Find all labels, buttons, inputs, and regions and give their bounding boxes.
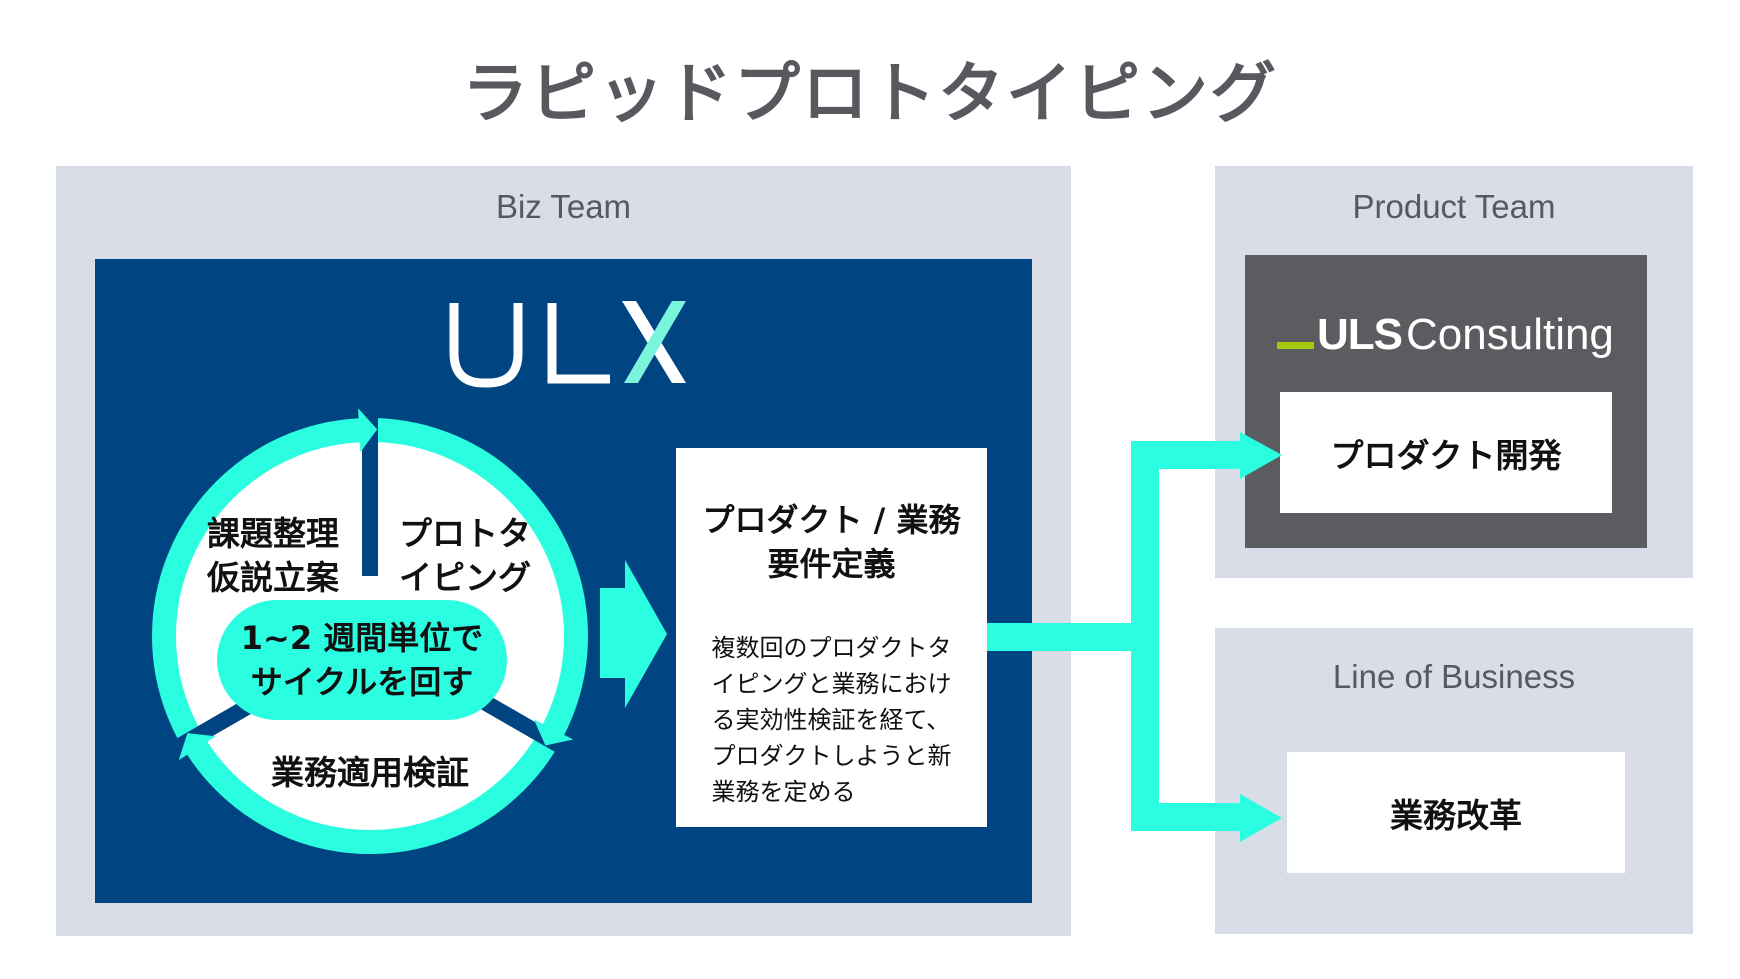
requirements-title-line1: プロダクト / 業務	[702, 501, 961, 539]
business-reform-label: 業務改革	[1390, 795, 1522, 835]
line-of-business-label: Line of Business	[1332, 658, 1576, 695]
cycle-step-issue: 課題整理 仮説立案	[198, 512, 348, 600]
connector-top-shaft	[1131, 441, 1241, 469]
cycle-arrowhead-icon	[178, 733, 216, 761]
ulx-logo	[449, 301, 686, 388]
biz-team-label: Biz Team	[495, 188, 632, 225]
requirements-desc-line: 複数回のプロダクトタ	[711, 634, 952, 662]
arrow-right-icon	[600, 560, 667, 708]
requirements-desc-line: プロダクトしようと新	[711, 742, 952, 770]
ulx-logo-l	[547, 303, 610, 384]
connector-vertical	[1131, 441, 1159, 831]
cycle-center-line1: 1~2 週間単位で	[240, 619, 484, 657]
uls-logo-bold: ULS	[1317, 310, 1403, 359]
connector-horizontal	[987, 623, 1159, 651]
cycle-center-line2: サイクルを回す	[250, 663, 474, 701]
ulx-logo-x-accent	[624, 301, 686, 383]
cycle-step-validation: 業務適用検証	[271, 753, 469, 792]
product-development-label: プロダクト開発	[1330, 435, 1562, 475]
requirements-box: プロダクト / 業務 要件定義 複数回のプロダクトタ イピングと業務におけ る実…	[676, 448, 987, 827]
arrow-to-business-reform-icon	[1240, 794, 1282, 842]
cycle-step-prototyping-line2: イピング	[399, 558, 531, 597]
product-team-label: Product Team	[1352, 188, 1556, 225]
branch-connector	[987, 432, 1282, 842]
requirements-title-line2: 要件定義	[767, 545, 896, 583]
arrow-to-requirements	[600, 560, 667, 708]
arrow-to-product-development-icon	[1240, 432, 1282, 479]
page-title: ラピッドプロトタイピング	[462, 55, 1278, 132]
requirements-description: 複数回のプロダクトタ イピングと業務におけ る実効性検証を経て、 プロダクトしよ…	[712, 630, 952, 810]
connector-bottom-shaft	[1131, 803, 1241, 831]
uls-consulting-logo: ULS Consulting	[1277, 300, 1614, 360]
cycle-step-issue-line1: 課題整理	[207, 514, 339, 553]
business-reform-box: 業務改革	[1287, 752, 1625, 873]
cycle-arrowhead-icon	[358, 408, 378, 453]
cycle-center-pill: 1~2 週間単位で サイクルを回す	[217, 600, 507, 720]
requirements-desc-line: る実効性検証を経て、	[711, 706, 951, 734]
requirements-title: プロダクト / 業務 要件定義	[703, 498, 961, 586]
uls-logo-light: Consulting	[1406, 310, 1614, 359]
cycle-step-prototyping: プロトタ イピング	[390, 512, 540, 600]
cycle-step-issue-line2: 仮説立案	[207, 558, 339, 597]
requirements-desc-line: イピングと業務におけ	[711, 670, 952, 698]
requirements-desc-line: 業務を定める	[711, 778, 856, 806]
ulx-logo-u	[449, 303, 523, 388]
cycle-arrowhead-icon	[533, 719, 574, 746]
cycle-step-prototyping-line1: プロトタ	[399, 514, 531, 553]
product-development-box: プロダクト開発	[1280, 392, 1612, 513]
uls-logo-bar	[1277, 342, 1314, 349]
